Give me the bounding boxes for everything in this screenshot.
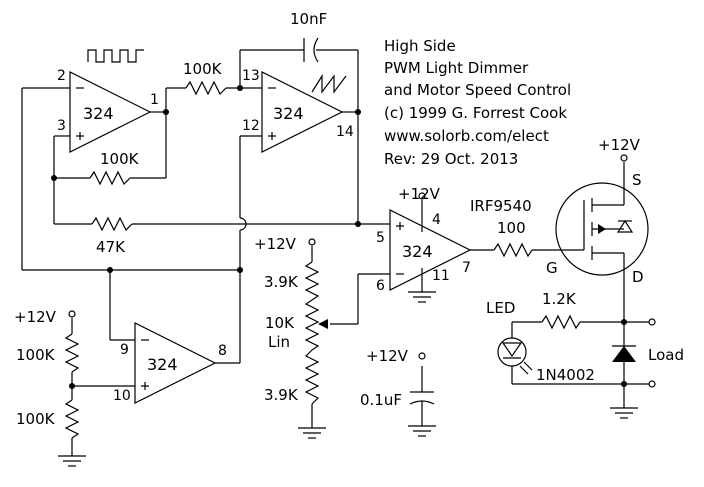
ground-icon — [610, 407, 638, 419]
diode-1n4002 — [612, 345, 636, 362]
opamp-3-pin-noninv: 5 — [376, 230, 385, 246]
supply-label-pot: +12V — [254, 235, 297, 253]
label-r-gate: 100 — [497, 219, 526, 237]
title-line-2: PWM Light Dimmer — [384, 59, 529, 77]
opamp-2-pin-out: 14 — [336, 124, 354, 140]
supply-terminal — [418, 352, 426, 360]
label-r-pot-top: 3.9K — [264, 273, 299, 291]
label-c-integrator: 10nF — [290, 10, 327, 28]
label-r-pot-bottom: 3.9K — [264, 386, 299, 404]
opamp-3-pin-inv: 6 — [376, 278, 385, 294]
diode-label: 1N4002 — [536, 366, 595, 384]
led — [497, 337, 533, 375]
led-body — [497, 337, 527, 367]
opamp-1: 324 2 3 1 — [57, 68, 159, 153]
resistor-input-100k — [185, 80, 227, 96]
load-label: Load — [648, 346, 684, 364]
label-r-feedback: 100K — [100, 150, 140, 168]
opamp-1-pin-noninv: 3 — [57, 118, 66, 134]
supply-label-opamp: +12V — [398, 185, 441, 203]
opamp-4-pin-noninv: 10 — [113, 388, 131, 404]
opamp-1-chip-label: 324 — [83, 104, 114, 123]
opamp-3-triangle — [389, 209, 472, 291]
resistor-pot-bottom — [304, 349, 320, 405]
title-line-6: Rev: 29 Oct. 2013 — [384, 150, 518, 168]
label-r-div-top: 100K — [16, 346, 56, 364]
mosfet-label: IRF9540 — [470, 197, 532, 215]
supply-terminals: +12V +12V +12V +12V +12V — [14, 136, 641, 365]
resistor-led-1k2 — [541, 314, 581, 330]
supply-label-divider: +12V — [14, 308, 57, 326]
opamp-3-pin-vcc: 4 — [432, 212, 441, 228]
mosfet-body — [555, 182, 649, 276]
mosfet-pin-source: S — [632, 171, 642, 189]
label-r-div-bottom: 100K — [16, 410, 56, 428]
resistor-47k — [91, 216, 133, 232]
mosfet-pin-gate: G — [546, 259, 558, 277]
ground-icon — [408, 425, 436, 437]
resistor-gate-100 — [493, 242, 533, 258]
opamp-3-pin-out: 7 — [462, 260, 471, 276]
supply-label-cap: +12V — [366, 347, 409, 365]
opamp-2-pin-inv: 13 — [242, 68, 260, 84]
opamp-4-pin-inv: 9 — [120, 342, 129, 358]
resistor-divider-bottom — [64, 399, 80, 439]
supply-terminal — [68, 310, 76, 318]
label-r-input: 100K — [183, 60, 223, 78]
opamp-4-triangle — [134, 322, 217, 404]
resistor-pot-top — [304, 261, 320, 301]
label-pot-value: 10K — [265, 314, 295, 332]
opamp-4-pin-out: 8 — [218, 343, 227, 359]
mosfet-pin-drain: D — [632, 268, 644, 286]
opamp-3-chip-label: 324 — [402, 242, 433, 261]
title-line-1: High Side — [384, 37, 456, 55]
title-line-5: www.solorb.com/elect — [384, 127, 549, 145]
supply-terminal — [620, 154, 628, 162]
opamp-2: 324 13 12 14 — [242, 68, 354, 153]
opamp-3: 324 5 6 7 4 11 — [376, 209, 472, 294]
ground-icon — [298, 427, 326, 439]
resistors — [64, 80, 581, 456]
supply-label-mosfet: +12V — [598, 136, 641, 154]
resistor-divider-top — [64, 333, 80, 373]
ground-symbols — [58, 291, 638, 467]
label-r-led: 1.2K — [542, 290, 577, 308]
capacitor-integrator — [303, 37, 319, 63]
mosfet-irf9540 — [555, 182, 649, 276]
led-label: LED — [486, 299, 515, 317]
load-terminal-bottom — [648, 380, 656, 388]
label-r-47k: 47K — [96, 238, 126, 256]
square-wave-icon — [87, 49, 144, 63]
component-labels: 100K 10nF 100K 47K 100K 100K 3.9K 10K Li… — [16, 10, 577, 428]
opamp-1-pin-inv: 2 — [57, 68, 66, 84]
label-pot-type: Lin — [268, 333, 290, 351]
opamp-1-pin-out: 1 — [150, 92, 159, 108]
potentiometer-wiper-arrow — [318, 319, 328, 329]
opamp-4-chip-label: 324 — [147, 355, 178, 374]
resistor-feedback-100k — [89, 170, 131, 186]
opamp-4: 324 9 10 8 — [113, 322, 227, 404]
ground-icon — [58, 455, 86, 467]
wires — [21, 49, 650, 408]
opamp-2-chip-label: 324 — [273, 104, 304, 123]
supply-terminal — [308, 238, 316, 246]
capacitor-bypass — [409, 366, 435, 426]
title-block: High Side PWM Light Dimmer and Motor Spe… — [384, 37, 571, 168]
junction-dots — [51, 85, 627, 389]
title-line-4: (c) 1999 G. Forrest Cook — [384, 104, 567, 122]
opamp-1-triangle — [69, 71, 152, 153]
load-terminal-top — [648, 318, 656, 326]
supply-terminal — [418, 192, 426, 200]
potentiometer — [304, 299, 320, 351]
opamp-3-pin-gnd: 11 — [432, 268, 450, 284]
triangle-wave-icon — [311, 73, 347, 94]
opamp-2-pin-noninv: 12 — [242, 118, 260, 134]
ground-icon — [408, 291, 436, 303]
label-c-bypass: 0.1uF — [360, 391, 402, 409]
opamp-2-triangle — [261, 71, 344, 153]
title-line-3: and Motor Speed Control — [384, 81, 571, 99]
